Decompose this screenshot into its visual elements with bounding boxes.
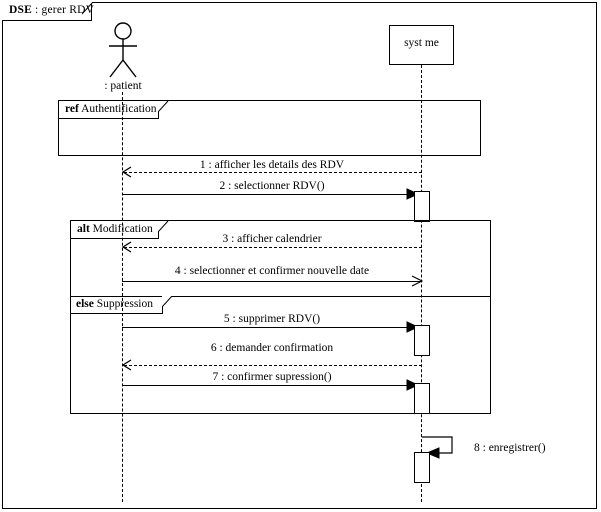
fragment-ref-authentification[interactable]: ref Authentification	[58, 100, 481, 156]
message-7-line	[122, 385, 417, 386]
activation-systeme-4	[414, 452, 430, 483]
fragment-else-notch-icon	[162, 296, 179, 315]
actor-patient-icon	[100, 22, 146, 80]
message-2-label: 2 : selectionner RDV()	[219, 180, 325, 192]
message-5-arrowhead-icon	[406, 321, 418, 333]
actor-patient-label: : patient	[104, 80, 142, 92]
message-2-line	[122, 194, 417, 195]
diagram-title: DSE : gerer RDV	[9, 4, 94, 16]
fragment-alt-notch-icon	[158, 221, 175, 240]
fragment-alt-keyword: alt	[77, 223, 90, 235]
fragment-alt-label: alt Modification	[77, 223, 153, 235]
message-3-label: 3 : afficher calendrier	[222, 233, 322, 245]
fragment-else-label: else Suppression	[76, 298, 153, 310]
fragment-alt-name: Modification	[92, 223, 153, 235]
fragment-else-keyword: else	[76, 298, 94, 310]
message-1-label: 1 : afficher les details des RDV	[199, 159, 345, 171]
message-2-arrowhead-icon	[406, 188, 418, 200]
fragment-ref-notch-icon	[158, 101, 175, 120]
lifeline-systeme	[421, 65, 422, 502]
message-5-line	[122, 327, 417, 328]
message-7-arrowhead-icon	[406, 379, 418, 391]
participant-systeme-label: syst me	[404, 37, 439, 49]
message-8-self-loop	[414, 436, 460, 460]
message-6-line	[124, 365, 422, 366]
diagram-title-rest: : gerer RDV	[31, 4, 95, 16]
message-4-label: 4 : selectionner et confirmer nouvelle d…	[174, 265, 370, 277]
message-1-line	[124, 172, 422, 173]
fragment-ref-label: ref Authentification	[65, 103, 156, 115]
message-8-label: 8 : enregistrer()	[474, 442, 546, 454]
fragment-ref-name: Authentification	[81, 103, 157, 115]
message-6-arrowhead-icon	[120, 359, 132, 371]
message-5-label: 5 : supprimer RDV()	[223, 313, 321, 325]
diagram-title-keyword: DSE	[9, 4, 32, 16]
message-1-arrowhead-icon	[120, 166, 132, 178]
lifeline-patient	[122, 92, 123, 502]
message-6-label: 6 : demander confirmation	[210, 342, 334, 354]
participant-systeme[interactable]: syst me	[389, 25, 454, 65]
fragment-alt-operand-divider	[70, 296, 491, 297]
message-7-label: 7 : confirmer supression()	[212, 371, 332, 383]
message-4-line	[122, 281, 422, 282]
activation-systeme-3	[414, 383, 430, 414]
diagram-title-tab	[2, 2, 92, 21]
message-3-arrowhead-icon	[120, 241, 132, 253]
diagram-title-notch-icon	[82, 2, 102, 22]
fragment-else-name: Suppression	[96, 298, 153, 310]
fragment-ref-keyword: ref	[65, 103, 79, 115]
activation-systeme-1	[414, 191, 430, 222]
message-4-arrowhead-icon	[411, 275, 423, 287]
activation-systeme-2	[414, 325, 430, 356]
message-3-line	[124, 247, 422, 248]
fragment-alt-modification[interactable]: alt Modification	[70, 220, 491, 414]
